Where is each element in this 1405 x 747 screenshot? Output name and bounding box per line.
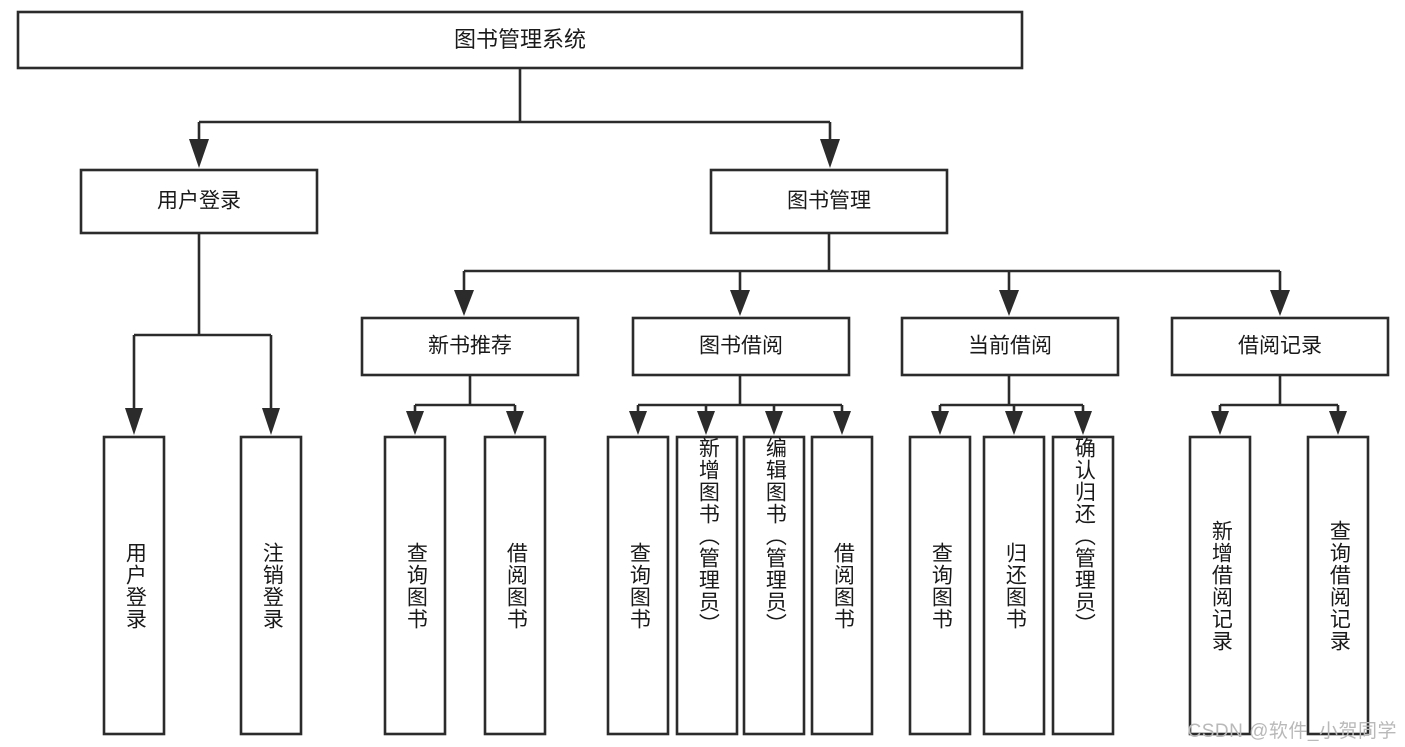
connector-group-book-manage [454,233,1290,316]
leaf-box-borrow-book-1[interactable] [483,435,547,736]
arrowhead-bb-leaf-2 [697,411,715,435]
node-book-manage-box[interactable] [709,168,949,235]
node-current-borrow-box[interactable] [900,316,1120,377]
arrowhead-bb-leaf-1 [629,411,647,435]
arrowhead-nbr-leaf-1 [406,411,424,435]
node-book-borrow-label: 图书借阅 [699,335,783,358]
arrowhead-br-leaf-2 [1329,411,1347,435]
node-user-login[interactable]: 用户登录 [79,168,319,235]
leaf-box-edit-book[interactable] [742,435,806,736]
node-borrow-record[interactable]: 借阅记录 [1170,316,1390,377]
node-book-borrow-box[interactable] [631,316,851,377]
leaf-box-query-record[interactable] [1306,435,1370,736]
leaf-box-query-book-3[interactable] [908,435,972,736]
node-current-borrow-label: 当前借阅 [968,335,1052,358]
node-user-login-label: 用户登录 [157,190,241,213]
leaf-box-add-record[interactable] [1188,435,1252,736]
node-book-manage-label: 图书管理 [787,190,871,213]
connector-group-current-borrow [931,375,1092,435]
connector-group-borrow-record [1211,375,1347,435]
arrowhead-bm-book-borrow [730,290,750,316]
node-current-borrow[interactable]: 当前借阅 [900,316,1120,377]
connector-group-root [189,68,840,168]
arrowhead-cb-leaf-2 [1005,411,1023,435]
leaf-box-confirm-return[interactable] [1051,435,1115,736]
arrowhead-user-login-leaf-1 [125,408,143,435]
arrowhead-user-login-leaf-2 [262,408,280,435]
leaf-box-borrow-book-2[interactable] [810,435,874,736]
leaf-box-logout[interactable] [239,435,303,736]
leaf-box-add-book[interactable] [675,435,739,736]
leaf-box-group [102,435,1370,736]
node-book-manage[interactable]: 图书管理 [709,168,949,235]
arrowhead-root-to-user-login [189,139,209,168]
node-root-label: 图书管理系统 [454,27,586,52]
node-borrow-record-box[interactable] [1170,316,1390,377]
leaf-box-query-book-1[interactable] [383,435,447,736]
connector-group-new-book-recommend [406,375,524,435]
node-new-book-recommend-label: 新书推荐 [428,335,512,358]
node-borrow-record-label: 借阅记录 [1238,335,1322,358]
node-new-book-recommend[interactable]: 新书推荐 [360,316,580,377]
arrowhead-cb-leaf-1 [931,411,949,435]
connector-group-user-login [125,233,280,435]
arrowhead-nbr-leaf-2 [506,411,524,435]
node-new-book-recommend-box[interactable] [360,316,580,377]
arrowhead-br-leaf-1 [1211,411,1229,435]
leaf-box-query-book-2[interactable] [606,435,670,736]
arrowhead-bm-new-book [454,290,474,316]
leaf-box-user-login[interactable] [102,435,166,736]
csdn-watermark: CSDN @软件_小贺同学 [1187,721,1397,742]
node-user-login-box[interactable] [79,168,319,235]
node-book-borrow[interactable]: 图书借阅 [631,316,851,377]
arrowhead-bm-borrow-record [1270,290,1290,316]
leaf-box-return-book[interactable] [982,435,1046,736]
arrowhead-bm-current-borrow [999,290,1019,316]
arrowhead-bb-leaf-4 [833,411,851,435]
node-root-box[interactable] [16,10,1024,70]
connector-group-book-borrow [629,375,851,435]
arrowhead-bb-leaf-3 [765,411,783,435]
arrowhead-cb-leaf-3 [1074,411,1092,435]
node-root[interactable]: 图书管理系统 [16,10,1024,70]
arrowhead-root-to-book-manage [820,139,840,168]
